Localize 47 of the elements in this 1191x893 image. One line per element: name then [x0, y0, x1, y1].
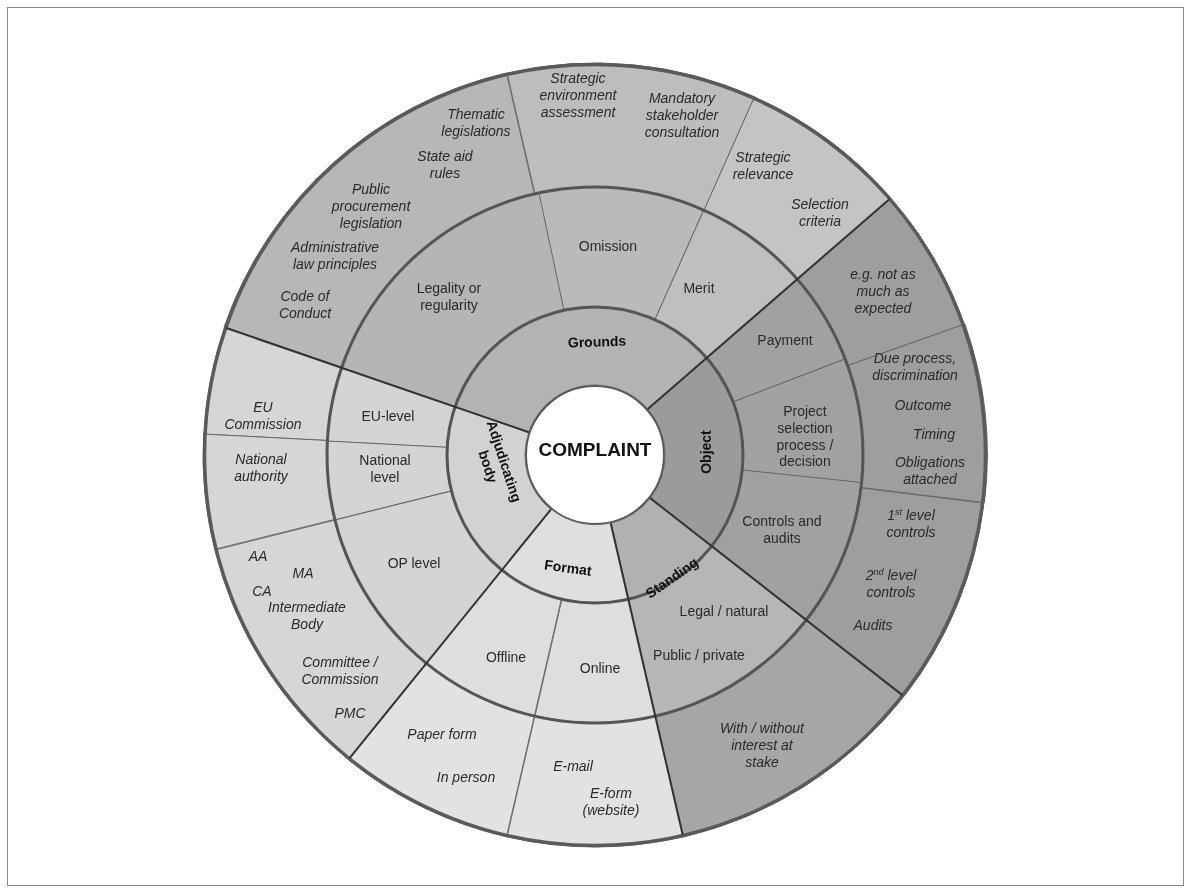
detail-label: Intermediate Body [267, 599, 347, 633]
detail-label: EU Commission [223, 399, 303, 433]
detail-label: Obligations attached [893, 454, 966, 488]
center-label: COMPLAINT [537, 438, 653, 462]
detail-label: AA [247, 547, 269, 565]
category-label: Format [542, 555, 594, 581]
detail-label: MA [291, 564, 315, 582]
subcategory-label: Legal / natural [678, 602, 770, 620]
detail-label: 1$^{st}$ level controls [885, 507, 937, 541]
subcategory-label: Offline [484, 648, 528, 666]
detail-label: Public procurement legislation [330, 180, 412, 232]
detail-label: E-form (website) [581, 785, 641, 819]
category-label: Object [697, 429, 715, 476]
category-label: Grounds [566, 332, 628, 352]
subcategory-label: National level [358, 452, 412, 486]
detail-label: Code of Conduct [277, 288, 333, 322]
detail-label: Thematic legislations [440, 106, 512, 140]
detail-label: With / without interest at stake [719, 719, 806, 771]
detail-label: e.g. not as much as expected [849, 265, 917, 317]
detail-label: In person [435, 768, 497, 786]
subcategory-label: Project selection process / decision [775, 403, 835, 471]
detail-label: Outcome [893, 396, 953, 414]
detail-label: State aid rules [416, 148, 474, 182]
detail-label: Due process, discrimination [871, 350, 959, 384]
subcategory-label: Omission [577, 237, 639, 255]
subcategory-label: EU-level [360, 407, 416, 425]
detail-label: Timing [912, 425, 956, 443]
detail-label: Mandatory stakeholder consultation [643, 89, 721, 141]
subcategory-label: Legality or regularity [415, 280, 483, 314]
detail-label: PMC [333, 704, 367, 722]
subcategory-label: Payment [756, 331, 814, 349]
detail-label: CA [251, 582, 273, 600]
subcategory-label: Controls and audits [742, 513, 822, 547]
subcategory-label: OP level [386, 554, 442, 572]
detail-label: Strategic environment assessment [538, 69, 618, 121]
detail-label: National authority [233, 451, 290, 485]
subcategory-label: Online [578, 659, 622, 677]
detail-label: Administrative law principles [289, 239, 380, 273]
detail-label: Committee / Commission [300, 654, 380, 688]
detail-label: Audits [852, 616, 894, 634]
detail-label: Strategic relevance [731, 149, 795, 183]
detail-label: E-mail [552, 757, 594, 775]
subcategory-label: Public / private [652, 646, 746, 664]
subcategory-label: Merit [682, 279, 716, 297]
detail-label: Selection criteria [790, 196, 850, 230]
detail-label: 2$^{nd}$ level controls [864, 567, 918, 601]
detail-label: Paper form [406, 725, 478, 743]
